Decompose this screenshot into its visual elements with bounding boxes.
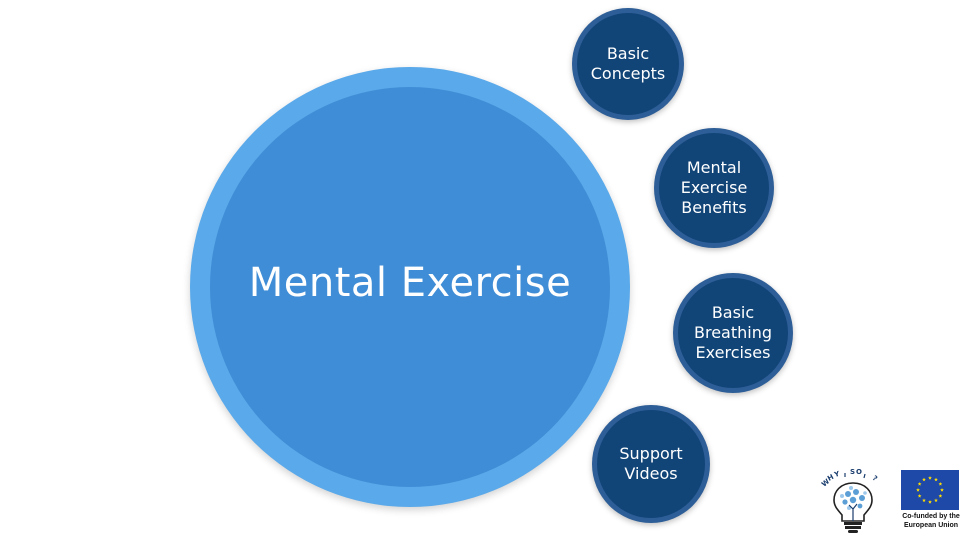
eu-star-icon [938, 494, 943, 498]
svg-text:S: S [850, 468, 855, 476]
eu-star-icon [934, 498, 938, 503]
topic-support-videos[interactable]: Support Videos [592, 405, 710, 523]
eu-star-icon [938, 482, 943, 486]
svg-text:?: ? [871, 474, 879, 483]
topic-bubble-inner: Basic Concepts [577, 13, 679, 115]
eu-star-icon [916, 488, 920, 492]
svg-text:W: W [820, 477, 831, 488]
topic-bubble-inner: Basic Breathing Exercises [678, 278, 788, 388]
eu-star-icon [928, 500, 932, 504]
main-topic-circle: Mental Exercise [190, 67, 630, 507]
topic-label: Support Videos [619, 444, 683, 483]
eu-star-icon [934, 477, 938, 482]
topic-label: Basic Concepts [590, 44, 666, 83]
eu-cofunded-label: Co-funded by the European Union [902, 513, 960, 529]
eu-star-icon [917, 482, 922, 486]
why-so-logo: W H Y S O ? [820, 468, 879, 533]
topic-bubble-inner: Support Videos [597, 410, 705, 518]
topic-mental-exercise-benefits[interactable]: Mental Exercise Benefits [654, 128, 774, 248]
eu-star-icon [922, 498, 926, 503]
eu-flag-icon [901, 470, 959, 510]
eu-star-icon [917, 494, 922, 498]
eu-star-icon [922, 477, 926, 482]
topic-basic-concepts[interactable]: Basic Concepts [572, 8, 684, 120]
main-topic-title: Mental Exercise [248, 260, 572, 306]
eu-star-icon [940, 488, 944, 492]
eu-star-icon [928, 476, 932, 480]
svg-text:Y: Y [832, 470, 841, 480]
svg-text:H: H [826, 473, 835, 483]
topic-label: Mental Exercise Benefits [680, 158, 748, 217]
main-topic-inner: Mental Exercise [210, 87, 610, 487]
topic-label: Basic Breathing Exercises [693, 303, 772, 362]
topic-bubble-inner: Mental Exercise Benefits [659, 133, 769, 243]
topic-basic-breathing-exercises[interactable]: Basic Breathing Exercises [673, 273, 793, 393]
svg-text:O: O [856, 468, 862, 476]
